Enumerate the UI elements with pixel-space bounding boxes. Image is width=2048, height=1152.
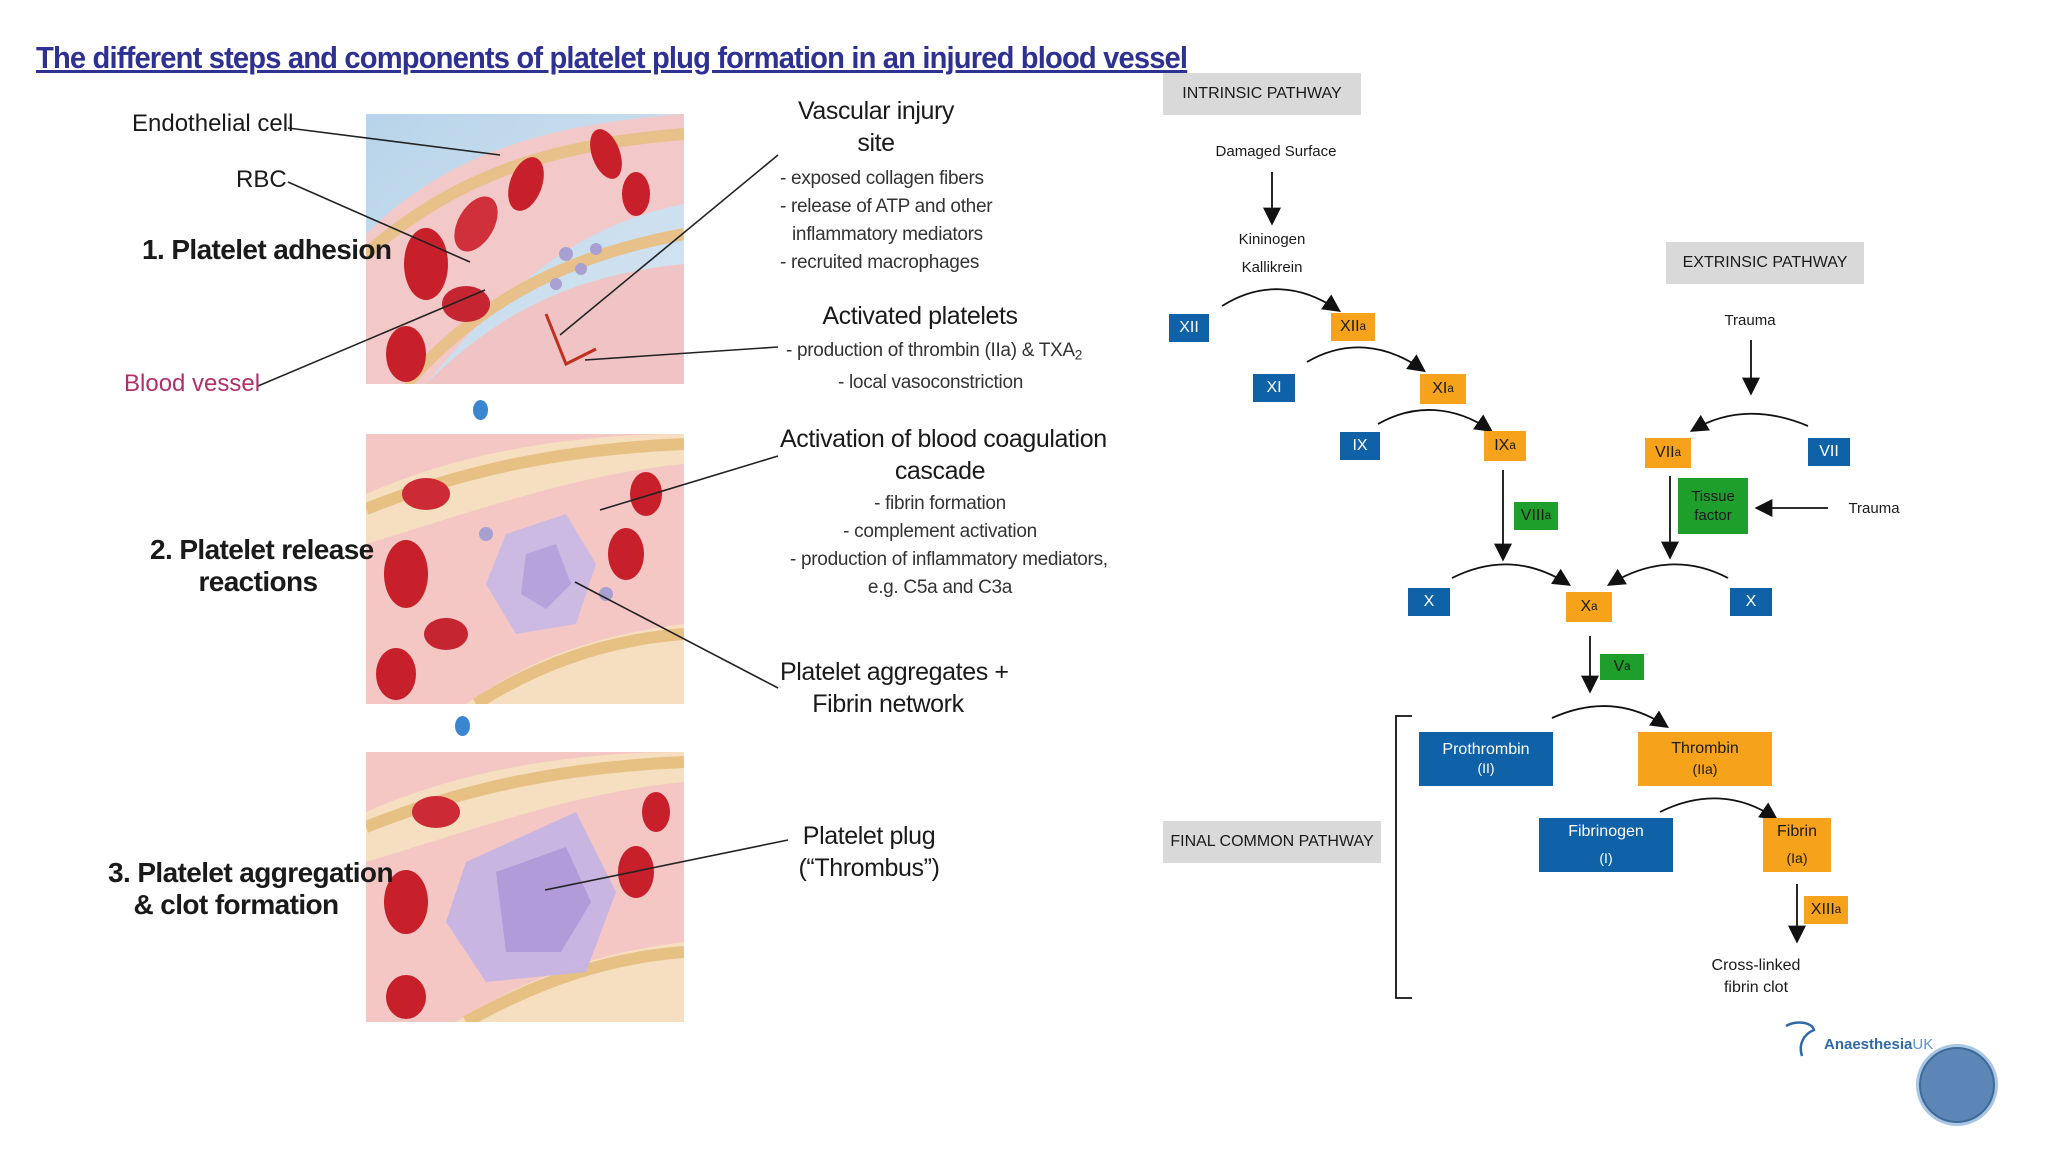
tissue-factor-box: Tissue factor (1678, 478, 1748, 534)
label-step-2-line1: 2. Platelet release (150, 534, 374, 565)
label-step-2: 2. Platelet release reactions (150, 534, 374, 598)
fibrinogen-box: Fibrinogen (I) (1539, 818, 1673, 872)
subscript-2: 2 (1074, 347, 1083, 363)
node-trauma-side: Trauma (1848, 500, 1900, 517)
node-kininogen: Kininogen (1238, 231, 1306, 248)
cascade-detail-item: - fibrin formation (874, 493, 1006, 514)
factor-ix: IX (1340, 432, 1380, 460)
label-step-1: 1. Platelet adhesion (142, 234, 392, 265)
injury-detail-list: - exposed collagen fibers - release of A… (780, 165, 993, 277)
fibrin-box: Fibrin (Ia) (1763, 818, 1831, 872)
label-activated-platelets: Activated platelets (822, 302, 1018, 330)
thrombin-box: Thrombin (IIa) (1638, 732, 1772, 786)
activated-detail-list: - production of thrombin (IIa) & TXA2 - … (786, 337, 1082, 397)
factor-x-extrinsic: X (1730, 588, 1772, 616)
extrinsic-pathway-header: EXTRINSIC PATHWAY (1666, 242, 1864, 284)
logo-text-uk: UK (1912, 1036, 1934, 1053)
logo-text-main: Anaesthesia (1824, 1036, 1913, 1053)
avatar-button[interactable] (1916, 1044, 1998, 1126)
node-kallikrein: Kallikrein (1241, 259, 1303, 276)
label-step-3-line2: & clot formation (133, 889, 339, 920)
injury-detail-item: - release of ATP and other (780, 196, 993, 217)
label-step-3: 3. Platelet aggregation & clot formation (108, 857, 394, 921)
label-endothelial-cell: Endothelial cell (132, 110, 294, 137)
label-platelet-aggregates-line1: Platelet aggregates + (780, 658, 1009, 686)
label-blood-vessel: Blood vessel (124, 370, 261, 397)
panel-platelet-release (366, 434, 684, 704)
label-platelet-plug: Platelet plug (“Thrombus”) (786, 820, 952, 884)
intrinsic-pathway-header: INTRINSIC PATHWAY (1163, 73, 1361, 115)
label-vascular-injury: Vascular injury site (776, 95, 976, 159)
step-connector-dot (473, 400, 488, 420)
factor-vii: VII (1808, 438, 1850, 466)
cascade-detail-list: - fibrin formation - complement activati… (790, 490, 1108, 602)
panel-platelet-aggregation (366, 752, 684, 1022)
prothrombin-box: Prothrombin (II) (1419, 732, 1553, 786)
label-vascular-injury-line2: site (857, 129, 895, 157)
label-platelet-aggregates: Platelet aggregates + Fibrin network (780, 656, 1009, 720)
label-platelet-aggregates-line2: Fibrin network (812, 690, 964, 718)
logo-swoosh-icon (1785, 1021, 1816, 1057)
page-title: The different steps and components of pl… (36, 40, 1188, 75)
node-trauma-top: Trauma (1724, 312, 1776, 329)
label-step-2-line2: reactions (198, 566, 318, 597)
injury-detail-item: inflammatory mediators (792, 224, 983, 245)
label-vascular-injury-line1: Vascular injury (797, 97, 955, 125)
label-step-3-line1: 3. Platelet aggregation (108, 857, 394, 888)
label-rbc: RBC (236, 166, 287, 193)
step-connector-dot (455, 716, 470, 736)
cascade-detail-item: - complement activation (843, 521, 1037, 542)
activated-detail-item: - production of thrombin (IIa) & TXA2 (786, 340, 1083, 363)
final-common-pathway-header: FINAL COMMON PATHWAY (1163, 821, 1381, 863)
cascade-detail-item: - production of inflammatory mediators, (790, 549, 1108, 570)
factor-xii: XII (1169, 314, 1209, 342)
injury-detail-item: - recruited macrophages (780, 252, 980, 273)
activated-detail-item: - local vasoconstriction (838, 372, 1023, 394)
cascade-detail-item: e.g. C5a and C3a (867, 577, 1013, 598)
factor-xi: XI (1253, 374, 1295, 402)
anaesthesia-uk-logo: AnaesthesiaUK (1784, 1016, 1944, 1060)
panel-platelet-adhesion (366, 114, 684, 384)
injury-detail-item: - exposed collagen fibers (780, 168, 984, 189)
label-platelet-plug-line2: (“Thrombus”) (798, 854, 940, 882)
label-coagulation-cascade-line1: Activation of blood coagulation (780, 425, 1107, 453)
node-damaged-surface: Damaged Surface (1215, 143, 1337, 160)
factor-x-intrinsic: X (1408, 588, 1450, 616)
node-crosslinked-fibrin-clot: Cross-linked fibrin clot (1711, 957, 1801, 996)
label-platelet-plug-line1: Platelet plug (802, 822, 936, 850)
label-coagulation-cascade: Activation of blood coagulation cascade (780, 423, 1107, 487)
label-coagulation-cascade-line2: cascade (894, 457, 986, 485)
